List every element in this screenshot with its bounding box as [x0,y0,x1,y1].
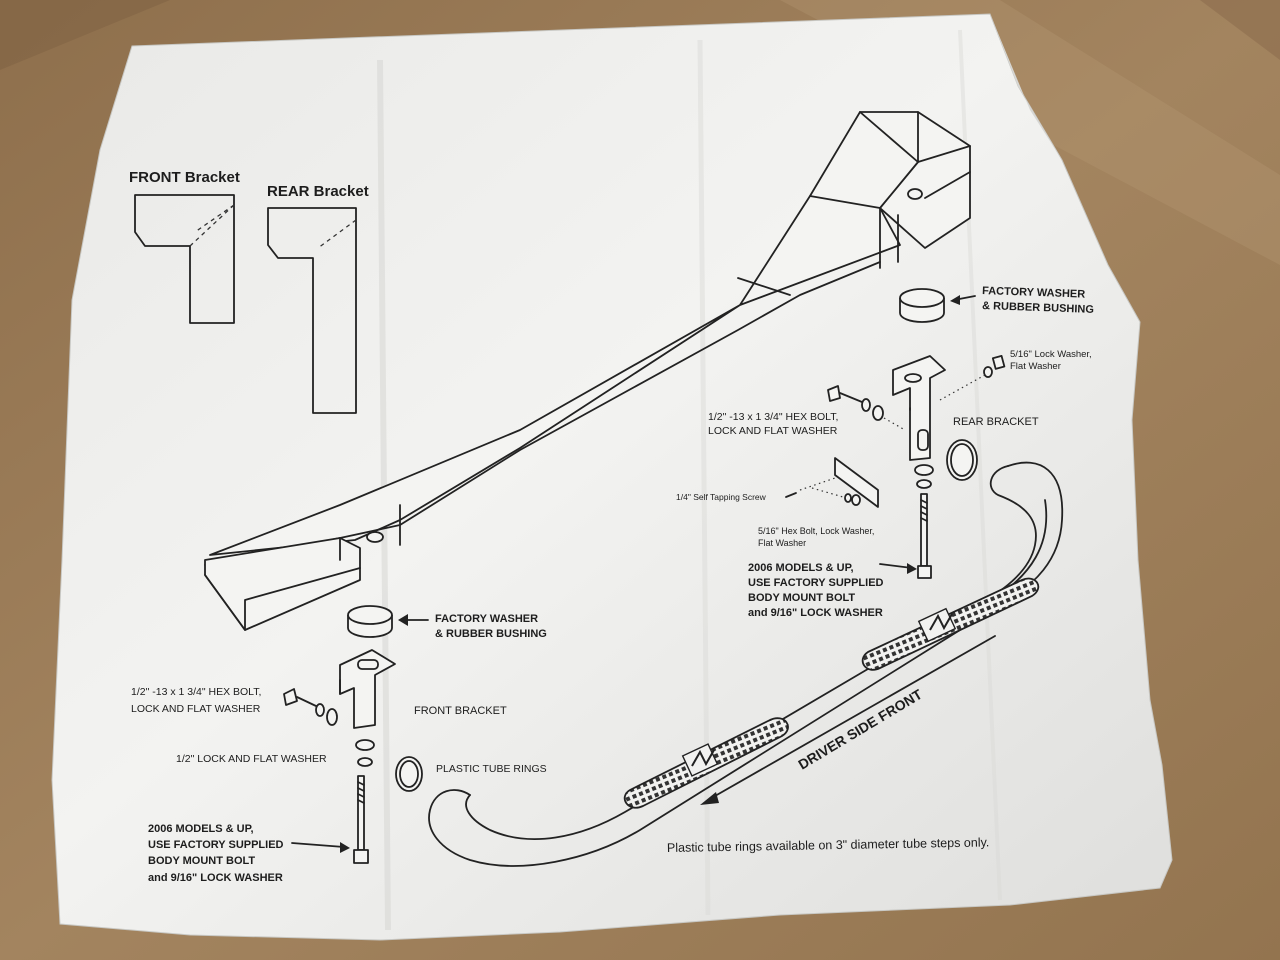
rear-bracket-label: REAR BRACKET [953,416,1039,428]
rear-hex-bolt-part [827,385,906,431]
svg-text:2006 MODELS & UP,: 2006 MODELS & UP, [148,823,254,835]
rear-bracket-title: REAR Bracket [267,183,369,200]
step-pad-front [623,717,789,809]
rear-plate-screw-part [785,457,879,508]
rear-models-label: 2006 MODELS & UP, USE FACTORY SUPPLIED B… [748,562,884,619]
rear-lock-washer-label: 5/16" Lock Washer, Flat Washer [1010,349,1092,372]
step-pad-rear [861,577,1040,671]
rear-bracket-icon [267,207,357,414]
svg-text:FACTORY WASHER: FACTORY WASHER [435,613,538,625]
svg-text:and 9/16" LOCK WASHER: and 9/16" LOCK WASHER [748,607,883,619]
front-models-label: 2006 MODELS & UP, USE FACTORY SUPPLIED B… [148,823,284,884]
rear-washer-bushing-part [899,288,945,323]
front-tube-ring-part [395,756,423,792]
front-hex-bolt-label: 1/2" -13 x 1 3/4" HEX BOLT, LOCK AND FLA… [131,686,261,715]
rear-tube-ring-part [946,439,978,481]
front-lock-flat-washer-label: 1/2" LOCK AND FLAT WASHER [176,753,327,765]
frame-rail-drawing [204,111,971,631]
plastic-tube-rings-label: PLASTIC TUBE RINGS [436,763,547,775]
front-lock-flat-washer-part [355,739,375,767]
svg-text:1/2" -13 x 1 3/4" HEX BOLT,: 1/2" -13 x 1 3/4" HEX BOLT, [708,411,838,423]
front-bracket-part [339,649,396,729]
front-bracket-title: FRONT Bracket [129,169,240,186]
front-washer-bushing-label: FACTORY WASHER & RUBBER BUSHING [435,613,547,640]
rear-hex-bolt-label: 1/2" -13 x 1 3/4" HEX BOLT, LOCK AND FLA… [708,411,838,437]
driver-side-front-arrow [700,635,996,805]
svg-text:5/16" Lock Washer,: 5/16" Lock Washer, [1010,349,1092,360]
rear-washer-bushing-label: FACTORY WASHER & RUBBER BUSHING [982,285,1094,316]
rear-models-arrow [879,563,913,569]
svg-text:Flat Washer: Flat Washer [758,538,806,548]
rear-small-bolt-label: 5/16" Hex Bolt, Lock Washer, Flat Washer [758,526,874,548]
svg-text:BODY MOUNT BOLT: BODY MOUNT BOLT [748,592,855,604]
svg-text:1/2" -13 x 1 3/4" HEX BOLT,: 1/2" -13 x 1 3/4" HEX BOLT, [131,686,261,698]
front-hex-bolt-part [283,688,338,726]
svg-text:and 9/16" LOCK WASHER: and 9/16" LOCK WASHER [148,872,283,884]
front-washer-bushing-part [347,605,393,638]
paper-sheet [51,13,1173,941]
svg-text:Flat Washer: Flat Washer [1010,361,1061,372]
svg-text:USE FACTORY SUPPLIED: USE FACTORY SUPPLIED [148,839,284,851]
svg-text:& RUBBER BUSHING: & RUBBER BUSHING [435,628,547,640]
front-models-arrow [291,842,345,848]
svg-text:LOCK AND FLAT WASHER: LOCK AND FLAT WASHER [131,703,261,715]
rear-lock-washer-part [939,354,1006,401]
svg-text:5/16" Hex Bolt, Lock Washer,: 5/16" Hex Bolt, Lock Washer, [758,526,874,536]
svg-text:BODY MOUNT BOLT: BODY MOUNT BOLT [148,855,255,867]
svg-text:& RUBBER BUSHING: & RUBBER BUSHING [982,300,1094,316]
rear-body-mount-bolt-part [914,464,934,579]
svg-text:USE FACTORY SUPPLIED: USE FACTORY SUPPLIED [748,577,884,589]
rear-bracket-part [892,355,946,461]
svg-text:LOCK AND FLAT WASHER: LOCK AND FLAT WASHER [708,425,838,437]
tube-rings-note: Plastic tube rings available on 3" diame… [667,835,990,855]
front-bracket-label: FRONT BRACKET [414,705,507,717]
front-body-mount-bolt-part [353,775,369,864]
self-tapping-screw-label: 1/4" Self Tapping Screw [676,492,767,502]
front-bracket-icon [134,194,235,324]
svg-text:FACTORY WASHER: FACTORY WASHER [982,285,1085,301]
svg-text:2006 MODELS & UP,: 2006 MODELS & UP, [748,562,854,574]
